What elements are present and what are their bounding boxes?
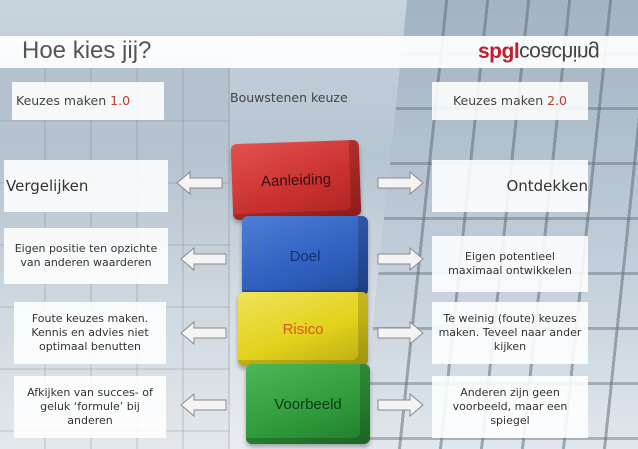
header-center: Bouwstenen keuze — [230, 90, 348, 105]
right-cell-4: Anderen zijn geen voorbeeld, maar een sp… — [432, 376, 588, 438]
arrow-left-icon — [176, 170, 223, 196]
spgl-logo: spglcoaching — [478, 40, 600, 64]
left-cell-3: Foute keuzes maken. Kennis en advies nie… — [14, 302, 166, 364]
block-risico: Risico — [238, 292, 368, 366]
arrow-right-icon — [377, 320, 424, 346]
arrow-right-icon — [377, 392, 424, 418]
left-cell-2: Eigen positie ten opzichte van anderen w… — [4, 228, 168, 284]
arrow-left-icon — [180, 246, 227, 272]
block-label-doel: Doel — [289, 247, 321, 265]
left-cell-1: Vergelijken — [4, 160, 168, 212]
block-label-voorbeeld: Voorbeeld — [274, 395, 342, 413]
version-left: 1.0 — [110, 93, 131, 108]
arrow-right-icon — [377, 246, 424, 272]
block-aanleiding: Aanleiding — [230, 139, 362, 221]
arrow-right-icon — [377, 170, 424, 196]
header-right: Keuzes maken 2.0 — [432, 82, 588, 120]
left-cell-4: Afkijken van succes- of geluk ‘formule’ … — [14, 376, 166, 438]
version-right: 2.0 — [547, 93, 568, 108]
block-doel: Doel — [242, 216, 368, 296]
slide-title: Hoe kies jij? — [22, 37, 152, 64]
title-bar — [0, 36, 638, 68]
block-voorbeeld: Voorbeeld — [246, 364, 370, 444]
block-label-risico: Risico — [282, 320, 324, 338]
arrow-left-icon — [180, 320, 227, 346]
right-cell-1: Ontdekken — [432, 160, 588, 212]
block-label-aanleiding: Aanleiding — [260, 170, 332, 190]
right-cell-2: Eigen potentieel maximaal ontwikkelen — [432, 236, 588, 292]
right-cell-3: Te weinig (foute) keuzes maken. Teveel n… — [432, 302, 588, 364]
header-left: Keuzes maken 1.0 — [12, 82, 164, 120]
arrow-left-icon — [180, 392, 227, 418]
